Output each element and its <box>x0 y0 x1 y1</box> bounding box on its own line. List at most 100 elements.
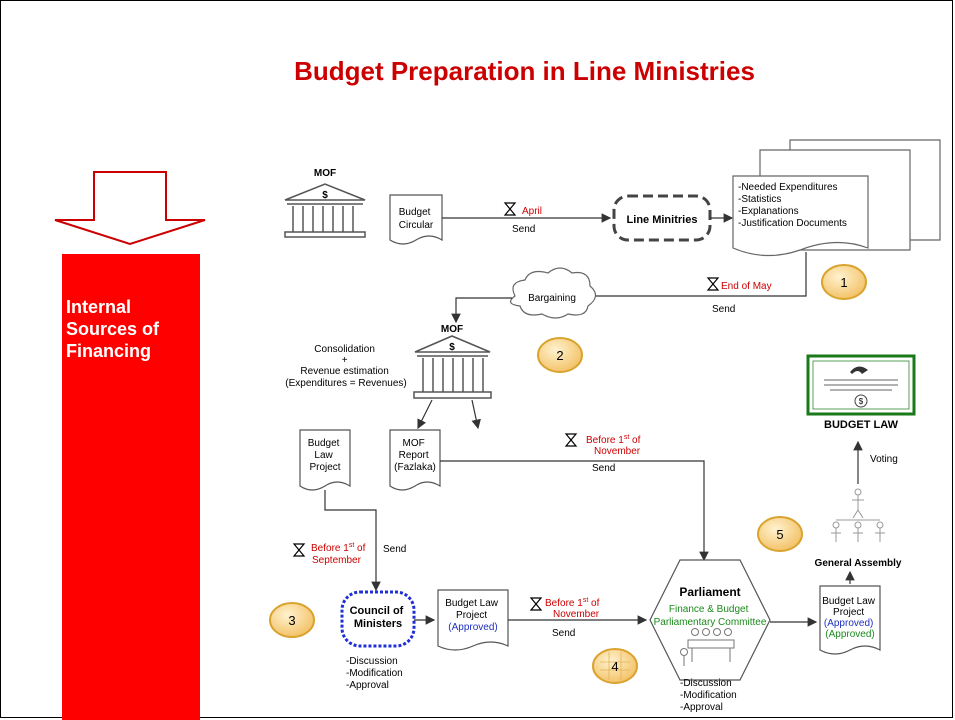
bargaining-label: Bargaining <box>528 293 576 304</box>
step-badge: 1 <box>821 264 867 300</box>
committee-line: Parliamentary Committee <box>654 617 767 628</box>
council-line: Council of <box>350 605 404 617</box>
send-label: Send <box>592 463 615 474</box>
hourglass-icon <box>706 277 720 291</box>
committee-meeting-icon <box>680 628 735 666</box>
budget-circular-line: Budget <box>399 207 431 218</box>
step-number: 3 <box>288 613 295 628</box>
budget-law-project-line: Budget <box>308 438 340 449</box>
november-text: November <box>594 446 641 457</box>
before-november-text: Before 1 <box>586 435 624 446</box>
council-of-ministers-box <box>340 590 416 648</box>
before-september-text: of <box>354 543 365 554</box>
april-label: April <box>522 206 542 217</box>
committee-label: Finance & Budget Parliamentary Committee <box>654 604 767 628</box>
before-september-text: Before 1 <box>311 543 349 554</box>
step-badge: 5 <box>757 516 803 552</box>
blp-approved-line: Project <box>456 610 487 621</box>
slide-title: Budget Preparation in Line Ministries <box>294 56 755 86</box>
blp-final-line: Budget Law <box>822 596 876 607</box>
flow-arrow <box>590 252 807 297</box>
mof-mid-label: MOF <box>441 324 463 335</box>
budget-circular-document <box>389 194 443 245</box>
step-number: 4 <box>611 659 618 674</box>
consolidation-label: Consolidation + Revenue estimation (Expe… <box>285 344 406 389</box>
flow-arrow <box>471 399 481 430</box>
budget-law-certificate: $ <box>806 354 916 416</box>
blp-final-line: Project <box>833 607 864 618</box>
ordinal-superscript: st <box>583 597 589 604</box>
before-november-text: Before 1 <box>545 598 583 609</box>
parliament-step: -Approval <box>680 702 723 713</box>
bargaining-cloud <box>509 267 597 319</box>
parliament-label: Parliament <box>679 585 740 599</box>
sidebar-line: Sources of <box>66 319 160 339</box>
flow-arrow <box>451 297 512 324</box>
budget-law-project-document <box>299 429 351 491</box>
dollar-icon: $ <box>859 397 864 406</box>
parliament-hexagon <box>649 559 771 681</box>
hourglass-icon <box>529 597 543 611</box>
parliament-step: -Discussion <box>680 678 732 689</box>
mof-building-icon <box>413 335 492 399</box>
step-badge: 2 <box>537 337 583 373</box>
flow-arrow <box>417 399 433 430</box>
dollar-icon: $ <box>322 190 328 201</box>
dollar-icon: $ <box>449 342 455 353</box>
hourglass-icon <box>292 543 306 557</box>
council-line: Ministers <box>354 618 402 630</box>
mof-report-line: Report <box>399 450 429 461</box>
consolidation-line: (Expenditures = Revenues) <box>285 378 406 389</box>
needs-item: -Statistics <box>738 194 781 205</box>
mof-report-document <box>389 429 441 491</box>
send-label: Send <box>512 224 535 235</box>
council-steps: -Discussion -Modification -Approval <box>346 656 405 691</box>
step-badge: 3 <box>269 602 315 638</box>
flow-arrow <box>440 460 709 562</box>
hourglass-icon <box>564 433 578 447</box>
voting-label: Voting <box>870 454 898 465</box>
blp-final-status-blue: (Approved) <box>824 618 873 629</box>
mof-report-line: MOF <box>403 438 425 449</box>
sidebar-heading: Internal Sources of Financing <box>66 296 159 362</box>
mof-report-label: MOF Report (Fazlaka) <box>394 438 436 473</box>
sidebar-panel <box>62 254 200 720</box>
general-assembly-label: General Assembly <box>815 558 902 569</box>
parliament-steps: -Discussion -Modification -Approval <box>680 678 739 713</box>
send-label: Send <box>552 628 575 639</box>
committee-line: Finance & Budget <box>669 604 749 615</box>
needs-item: -Needed Expenditures <box>738 182 838 193</box>
step-badge: 4 <box>592 648 638 684</box>
consolidation-line: + <box>342 355 348 366</box>
blp-approved-label: Budget Law Project (Approved) <box>445 598 501 633</box>
sidebar-line: Financing <box>66 341 151 361</box>
flow-arrow <box>324 490 381 592</box>
parliament-step: -Modification <box>680 690 737 701</box>
before-november-label: Before 1st of November <box>545 597 602 620</box>
step-number: 5 <box>776 527 783 542</box>
hourglass-icon <box>503 202 517 216</box>
needs-item: -Explanations <box>738 206 799 217</box>
budget-law-project-approved-document <box>437 589 509 651</box>
budget-law-project-line: Project <box>309 462 340 473</box>
down-arrow-icon <box>54 171 206 246</box>
mof-report-line: (Fazlaka) <box>394 462 436 473</box>
budget-law-label: BUDGET LAW <box>824 419 899 431</box>
needs-item: -Justification Documents <box>738 218 847 229</box>
blp-approved-line: Budget Law <box>445 598 499 609</box>
step-number: 2 <box>556 348 563 363</box>
before-november-label: Before 1st of November <box>586 434 643 457</box>
september-text: September <box>312 555 362 566</box>
council-step: -Modification <box>346 668 403 679</box>
end-of-may-label: End of May <box>721 281 772 292</box>
before-november-text: of <box>588 598 599 609</box>
budget-law-project-final-document <box>819 585 881 655</box>
mof-building-icon <box>284 183 366 238</box>
council-step: -Approval <box>346 680 389 691</box>
blp-approved-status: (Approved) <box>448 622 497 633</box>
before-september-label: Before 1st of September <box>311 542 368 566</box>
council-label: Council of Ministers <box>350 605 407 630</box>
november-text: November <box>553 609 600 620</box>
